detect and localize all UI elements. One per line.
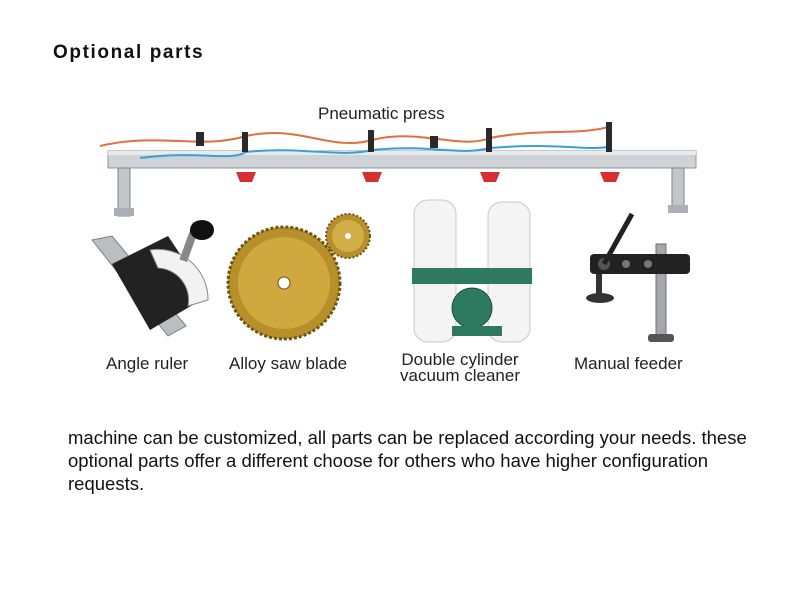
vacuum-cleaner-caption-line1: Double cylinder <box>401 350 519 369</box>
manual-feeder-caption: Manual feeder <box>574 354 683 373</box>
alloy-saw-blade-image <box>226 213 371 341</box>
manual-feeder-image <box>586 212 690 342</box>
pneumatic-press-caption: Pneumatic press <box>318 104 445 123</box>
vacuum-cleaner-image <box>412 199 532 343</box>
vacuum-cleaner-caption-line2: vacuum cleaner <box>400 366 521 385</box>
alloy-saw-blade-caption: Alloy saw blade <box>229 354 348 373</box>
vacuum-cleaner-caption: Double cylinder vacuum cleaner <box>400 350 521 385</box>
page-title: Optional parts <box>53 42 205 63</box>
angle-ruler-caption: Angle ruler <box>106 354 189 373</box>
description-text: machine can be customized, all parts can… <box>68 427 747 494</box>
angle-ruler-image <box>91 220 214 337</box>
pneumatic-press-image <box>99 122 697 217</box>
